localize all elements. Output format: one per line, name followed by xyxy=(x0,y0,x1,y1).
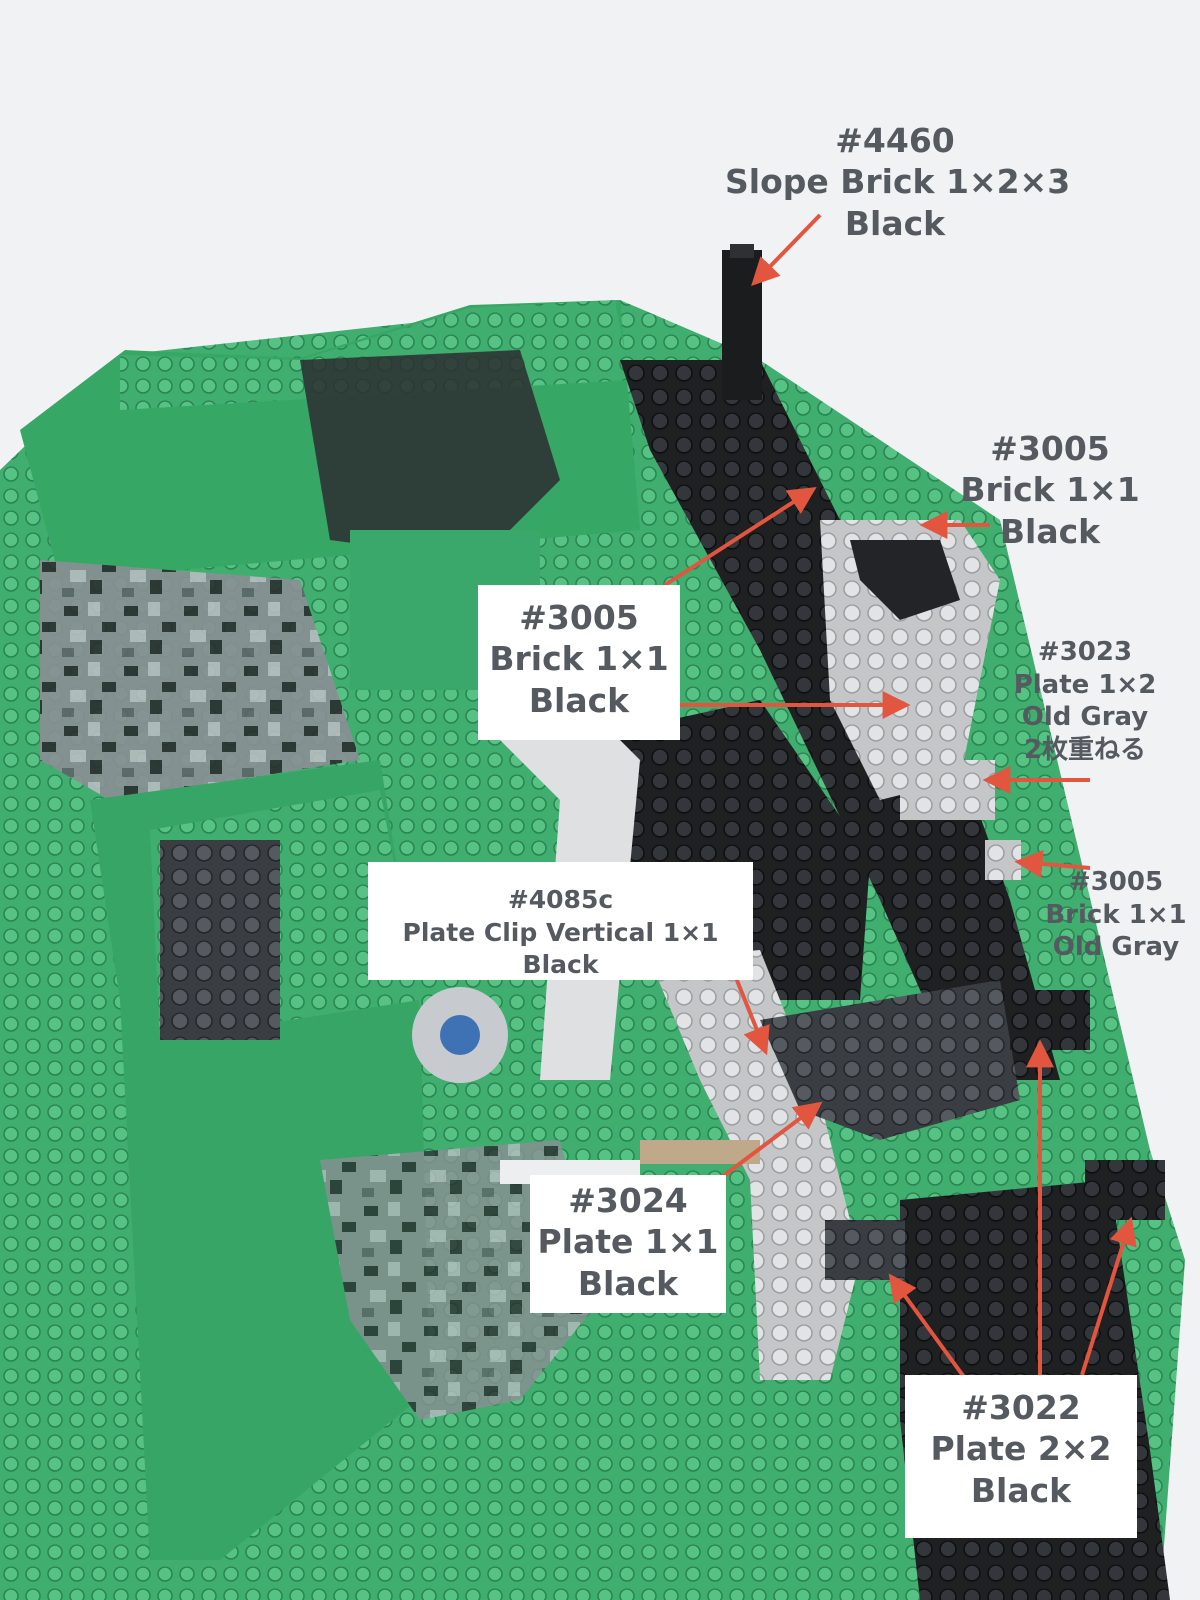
label-plate-1x1: #3024 Plate 1×1 Black xyxy=(530,1175,726,1313)
label-plate-1x2-part: #3023 xyxy=(1037,637,1133,667)
label-brick-top-color: Black xyxy=(999,511,1101,551)
label-brick-gray-name: Brick 1×1 xyxy=(1045,899,1187,930)
label-plate-2x2-name: Plate 2×2 xyxy=(930,1429,1112,1469)
label-clip-part: #4085c xyxy=(507,885,614,914)
front-gray-bricks xyxy=(160,840,280,1040)
label-brick-top-part: #3005 xyxy=(990,429,1110,468)
label-clip-color: Black xyxy=(522,950,599,979)
plate-2x2-c xyxy=(825,1220,905,1280)
bridge xyxy=(760,980,1020,1140)
label-brick-box: #3005 Brick 1×1 Black xyxy=(478,585,680,740)
label-slope: #4460 Slope Brick 1×2×3 Black xyxy=(725,120,1071,244)
label-slope-color: Black xyxy=(844,203,946,243)
stone-patch xyxy=(300,350,560,560)
label-brick-gray: #3005 Brick 1×1 Old Gray xyxy=(1040,866,1192,964)
label-brick-top: #3005 Brick 1×1 Black xyxy=(950,428,1150,552)
label-plate-1x1-color: Black xyxy=(577,1263,679,1303)
label-brick-gray-part: #3005 xyxy=(1068,867,1164,897)
arrow-plate-1x1 xyxy=(716,1101,823,1182)
label-plate-2x2-color: Black xyxy=(970,1470,1072,1510)
plate-2x2-b xyxy=(1085,1160,1165,1220)
label-brick-box-color: Black xyxy=(528,680,630,720)
arrow-brick-gray xyxy=(1014,849,1091,878)
label-plate-1x1-part: #3024 xyxy=(568,1181,688,1220)
label-plate-1x2-note: 2枚重ねる xyxy=(1023,734,1147,765)
arrow-slope xyxy=(751,213,822,287)
label-plate-2x2-part: #3022 xyxy=(961,1388,1081,1427)
label-brick-gray-color: Old Gray xyxy=(1052,932,1180,962)
label-plate-1x2-name: Plate 1×2 xyxy=(1013,669,1157,700)
gray-walkway xyxy=(650,950,860,1380)
label-clip-name: Plate Clip Vertical 1×1 xyxy=(402,917,719,947)
label-plate-1x2: #3023 Plate 1×2 Old Gray 2枚重ねる xyxy=(1010,636,1160,766)
gray-brick xyxy=(985,840,1021,880)
left-camo-face xyxy=(40,560,360,800)
gray-plate-stack xyxy=(900,760,995,820)
label-plate-2x2: #3022 Plate 2×2 Black xyxy=(905,1375,1137,1538)
round-turntable-center xyxy=(440,1015,480,1055)
label-brick-top-name: Brick 1×1 xyxy=(960,470,1140,510)
label-slope-part: #4460 xyxy=(835,121,955,160)
label-plate-1x2-color: Old Gray xyxy=(1021,702,1149,732)
label-brick-box-name: Brick 1×1 xyxy=(489,639,669,679)
label-clip: #4085c Plate Clip Vertical 1×1 Black xyxy=(368,862,753,980)
label-plate-1x1-name: Plate 1×1 xyxy=(537,1222,719,1262)
white-bar-2 xyxy=(640,1140,760,1164)
arrow-plate-2x2-c xyxy=(1080,1216,1137,1376)
arrow-brick-box-a xyxy=(663,486,817,587)
gray-tower-inner xyxy=(850,540,960,620)
plate-2x2-a xyxy=(1010,990,1090,1050)
label-slope-name: Slope Brick 1×2×3 xyxy=(725,162,1071,202)
slope-pillar-stud xyxy=(730,244,754,258)
slope-pillar xyxy=(722,250,762,400)
label-brick-box-part: #3005 xyxy=(519,598,639,637)
